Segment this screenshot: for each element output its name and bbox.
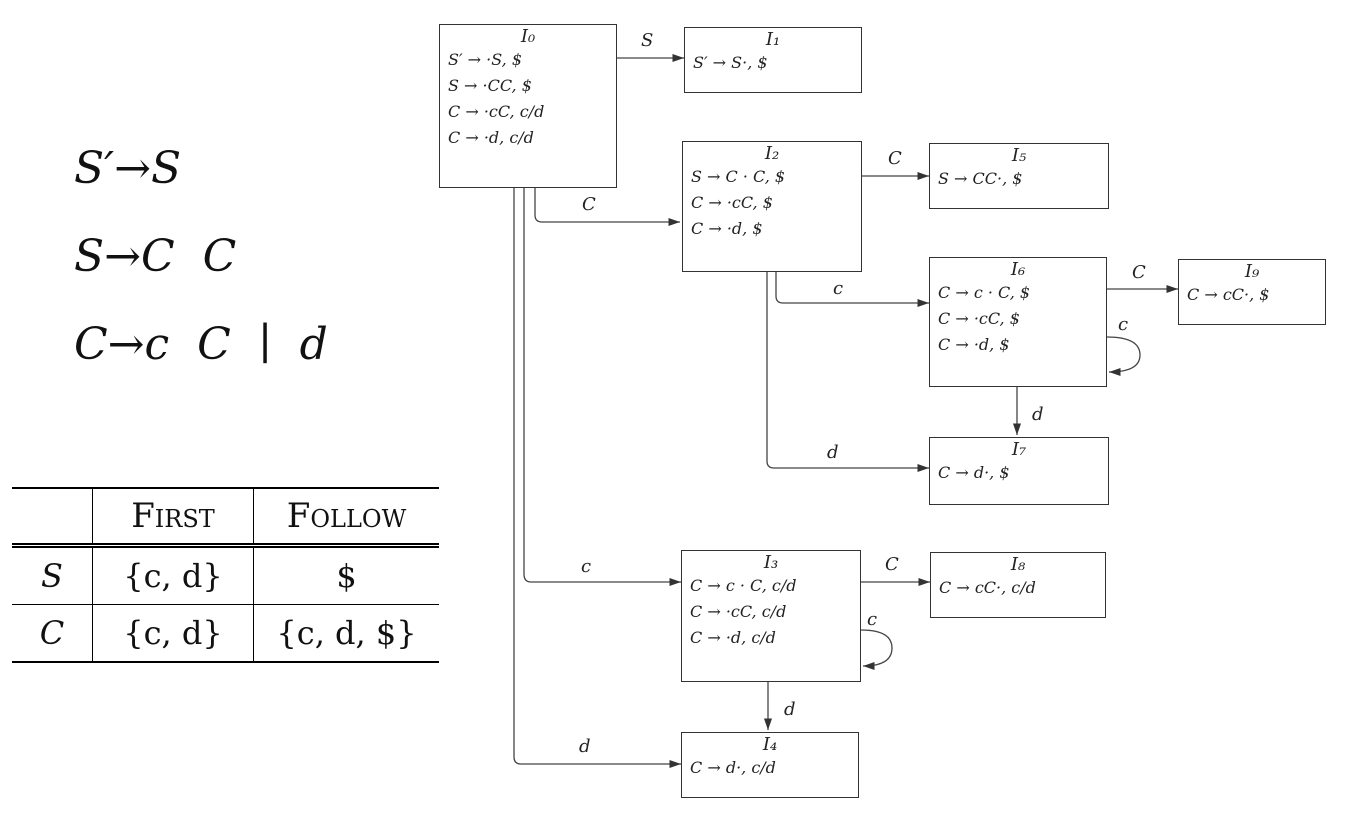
edge-label-I2-I5: C xyxy=(888,148,902,169)
edge-I0-I2 xyxy=(534,188,680,227)
header-first: First xyxy=(92,488,254,548)
state-title: I₀ xyxy=(520,26,536,47)
state-I7: I₇ C → d·, $ xyxy=(929,437,1109,505)
edge-label-I2-I7: d xyxy=(827,442,839,463)
state-I4: I₄ C → d·, c/d xyxy=(681,732,859,798)
state-I1: I₁ S′ → S·, $ xyxy=(684,27,862,93)
state-title: I₉ xyxy=(1244,261,1260,282)
state-item: C → ·d, $ xyxy=(691,219,763,238)
state-title: I₄ xyxy=(762,734,778,755)
edge-label-I0-I4: d xyxy=(579,736,591,757)
grammar-rule-s: S→C C xyxy=(74,231,237,282)
state-title: I₁ xyxy=(765,29,781,50)
state-item: C → d·, $ xyxy=(938,463,1010,482)
edge-I3-self xyxy=(860,629,893,671)
grammar-rule-c: C→c C ∣ d xyxy=(74,319,328,370)
edge-label-I0-I2: C xyxy=(582,194,596,215)
edge-label-I6-self: c xyxy=(1118,314,1129,335)
state-item: C → ·d, c/d xyxy=(690,628,776,647)
grammar-rule-augmented: S′→S xyxy=(74,143,182,194)
row-follow: $ xyxy=(253,545,439,605)
state-item: C → ·cC, c/d xyxy=(690,602,787,621)
state-title: I₃ xyxy=(763,552,779,573)
edge-I0-I4 xyxy=(513,188,681,769)
state-I8: I₈ C → cC·, c/d xyxy=(930,552,1106,618)
row-first: {c, d} xyxy=(92,545,254,605)
state-item: C → ·cC, c/d xyxy=(448,102,545,121)
state-I3: I₃ C → c · C, c/d C → ·cC, c/d C → ·d, c… xyxy=(681,550,861,682)
state-I6: I₆ C → c · C, $ C → ·cC, $ C → ·d, $ xyxy=(929,257,1107,387)
row-symbol: C xyxy=(12,604,93,663)
edge-label-I3-self: c xyxy=(867,609,878,630)
table-header-row: First Follow xyxy=(12,488,439,548)
header-follow: Follow xyxy=(253,488,439,548)
row-symbol: S xyxy=(12,545,93,605)
state-title: I₇ xyxy=(1011,439,1027,460)
state-I0: I₀ S′ → ·S, $ S → ·CC, $ C → ·cC, c/d C … xyxy=(439,24,617,188)
edge-label-I6-I9: C xyxy=(1132,262,1146,283)
state-item: S → CC·, $ xyxy=(938,169,1023,188)
state-item: S → C · C, $ xyxy=(691,167,786,186)
state-item: C → ·cC, $ xyxy=(691,193,773,212)
state-title: I₅ xyxy=(1011,145,1027,166)
state-item: C → cC·, c/d xyxy=(939,578,1036,597)
state-title: I₂ xyxy=(764,143,780,164)
state-item: C → cC·, $ xyxy=(1187,285,1270,304)
state-item: S → ·CC, $ xyxy=(448,76,532,95)
edge-label-I6-I7: d xyxy=(1032,404,1044,425)
state-item: C → ·cC, $ xyxy=(938,309,1020,328)
state-item: S′ → ·S, $ xyxy=(448,50,522,69)
first-follow-table: First Follow S {c, d} $ C {c, d} {c, d, … xyxy=(12,487,439,663)
edge-label-I2-I6: c xyxy=(833,278,844,299)
state-I5: I₅ S → CC·, $ xyxy=(929,143,1109,209)
state-I9: I₉ C → cC·, $ xyxy=(1178,259,1326,325)
state-item: C → c · C, $ xyxy=(938,283,1031,302)
edge-label-I0-I1: S xyxy=(641,30,654,51)
table-row: C {c, d} {c, d, $} xyxy=(12,604,439,663)
state-title: I₆ xyxy=(1010,259,1026,280)
header-symbol xyxy=(12,488,93,548)
edge-I2-I6 xyxy=(775,272,929,308)
edge-label-I3-I4: d xyxy=(784,699,796,720)
edge-label-I3-I8: C xyxy=(885,554,899,575)
edge-I0-I3 xyxy=(523,188,681,587)
row-first: {c, d} xyxy=(92,604,254,663)
state-item: C → d·, c/d xyxy=(690,758,776,777)
grammar-rules: S′→S S→C C C→c C ∣ d xyxy=(74,125,328,389)
state-item: C → ·d, $ xyxy=(938,335,1010,354)
state-item: S′ → S·, $ xyxy=(693,53,768,72)
state-item: C → c · C, c/d xyxy=(690,576,797,595)
table-row: S {c, d} $ xyxy=(12,545,439,605)
edge-I2-I7 xyxy=(766,272,929,473)
edge-I6-self xyxy=(1106,336,1141,377)
state-item: C → ·d, c/d xyxy=(448,128,534,147)
edge-label-I0-I3: c xyxy=(581,556,592,577)
state-I2: I₂ S → C · C, $ C → ·cC, $ C → ·d, $ xyxy=(682,141,862,272)
state-title: I₈ xyxy=(1010,554,1026,575)
row-follow: {c, d, $} xyxy=(253,604,439,663)
